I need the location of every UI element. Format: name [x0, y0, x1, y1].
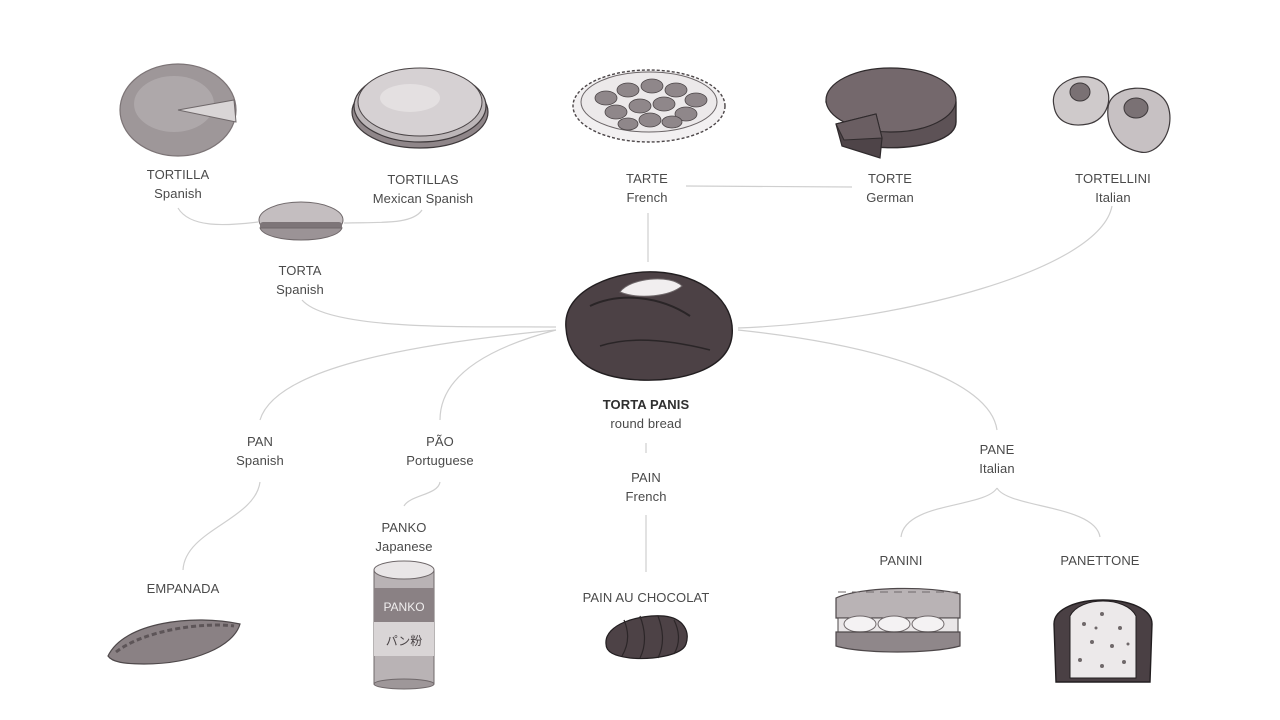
node-language: Spanish — [236, 453, 284, 468]
node-word: TORTELLINI — [1075, 171, 1151, 186]
node-word: PANKO — [381, 520, 427, 535]
node-language: German — [866, 190, 914, 205]
node-word: PAN — [246, 434, 274, 449]
node-language: French — [625, 489, 667, 504]
link-pane-panini — [900, 487, 998, 538]
panini-illustration — [835, 587, 961, 653]
link-tortillas-torta — [343, 209, 423, 224]
tarte-illustration — [572, 69, 726, 143]
link-torta-root — [301, 299, 557, 328]
node-word: TORTILLA — [146, 167, 210, 182]
node-language: Italian — [979, 461, 1015, 476]
torta-panis-illustration — [565, 271, 733, 381]
node-word: PAIN — [631, 470, 661, 485]
node-word: PANETTONE — [1060, 553, 1140, 568]
node-word: PANE — [979, 442, 1015, 457]
link-root-pao — [439, 329, 557, 421]
link-root-pane — [737, 329, 998, 431]
empanada-illustration — [107, 619, 241, 665]
torta-illustration — [258, 201, 344, 241]
tortillas-illustration — [351, 67, 489, 149]
link-pan-empanada — [182, 481, 261, 571]
panko-can-label-latin: PANKO — [383, 600, 424, 614]
panko-can-label-japanese: パン粉 — [386, 634, 423, 648]
node-language: Mexican Spanish — [372, 191, 474, 206]
node-word: TARTE — [626, 171, 668, 186]
node-panko: PANKO Japanese — [375, 518, 432, 556]
node-language: round bread — [610, 416, 682, 431]
tortellini-illustration — [1052, 76, 1171, 153]
node-pain: PAIN French — [625, 468, 666, 506]
link-pao-panko — [403, 481, 441, 507]
link-tortilla-torta — [177, 207, 259, 226]
node-word: PAIN AU CHOCOLAT — [582, 590, 710, 605]
node-torte: TORTE German — [866, 169, 914, 207]
node-panettone: PANETTONE — [1060, 551, 1139, 570]
node-root-torta-panis: TORTA PANIS round bread — [603, 395, 690, 433]
link-root-pan — [259, 329, 557, 421]
node-language: Japanese — [375, 539, 433, 554]
node-panini: PANINI — [880, 551, 923, 570]
node-pane: PANE Italian — [979, 440, 1014, 478]
node-language: French — [626, 190, 668, 205]
node-word: TORTA PANIS — [602, 397, 690, 412]
node-word: TORTE — [867, 171, 913, 186]
node-word: PÃO — [426, 434, 454, 449]
torte-illustration — [825, 67, 957, 159]
node-pain-au-chocolat: PAIN AU CHOCOLAT — [583, 588, 710, 607]
node-tortillas: TORTILLAS Mexican Spanish — [373, 170, 474, 208]
node-pan: PAN Spanish — [236, 432, 284, 470]
node-word: TORTILLAS — [387, 172, 459, 187]
node-empanada: EMPANADA — [147, 579, 220, 598]
node-tortilla: TORTILLA Spanish — [147, 165, 209, 203]
link-tortellini-root — [737, 205, 1113, 329]
link-tarte-torte — [685, 185, 853, 188]
node-language: Spanish — [276, 282, 324, 297]
node-language: Italian — [1095, 190, 1131, 205]
node-pao: PÃO Portuguese — [406, 432, 474, 470]
node-torta: TORTA Spanish — [276, 261, 324, 299]
tortilla-illustration — [119, 63, 237, 157]
node-word: PANINI — [879, 553, 923, 568]
panko-can-illustration: PANKO パン粉 — [373, 560, 435, 690]
node-word: TORTA — [278, 263, 322, 278]
node-language: Spanish — [154, 186, 202, 201]
node-tarte: TARTE French — [626, 169, 668, 207]
panettone-illustration — [1053, 599, 1153, 683]
pain-au-chocolat-illustration — [605, 615, 688, 660]
node-word: EMPANADA — [146, 581, 220, 596]
node-tortellini: TORTELLINI Italian — [1075, 169, 1151, 207]
link-pane-panettone — [996, 487, 1101, 538]
node-language: Portuguese — [406, 453, 474, 468]
